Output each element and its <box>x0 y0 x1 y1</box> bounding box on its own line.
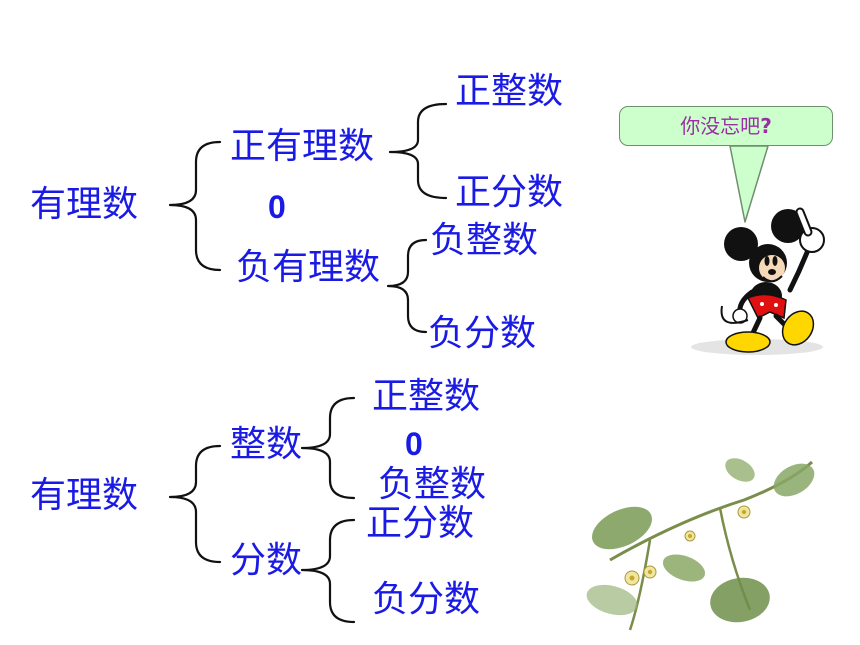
speech-bubble-message: 你没忘吧 <box>680 114 761 138</box>
diagram1-negative-fraction-label: 负分数 <box>428 313 537 354</box>
diagram2-positive-fraction-label: 正分数 <box>366 503 475 544</box>
diagram1-root-label: 有理数 <box>30 184 139 225</box>
diagram2-fraction-label: 分数 <box>230 540 303 581</box>
brace-positive-1 <box>388 102 448 200</box>
brace-negative-1 <box>386 238 428 334</box>
diagram2-integer-label: 整数 <box>230 424 303 465</box>
speech-bubble-question-mark: ? <box>760 114 772 138</box>
brace-integer-2 <box>300 396 356 500</box>
brace-root-1 <box>168 140 222 272</box>
diagram1-positive-fraction-label: 正分数 <box>455 172 564 213</box>
cartoon-mouse-pointing-icon <box>691 207 825 355</box>
brace-root-2 <box>168 444 222 564</box>
brace-fraction-2 <box>300 518 356 624</box>
diagram2-negative-fraction-label: 负分数 <box>372 579 481 620</box>
diagram1-zero-label: 0 <box>268 189 286 225</box>
diagram1-positive-rational-label: 正有理数 <box>230 126 375 167</box>
leafy-vine-flowers-icon <box>586 458 815 631</box>
diagram2-positive-integer-label: 正整数 <box>372 376 481 417</box>
diagram1-negative-rational-label: 负有理数 <box>236 247 381 288</box>
diagram2-root-label: 有理数 <box>30 475 139 516</box>
diagram1-negative-integer-label: 负整数 <box>430 220 539 261</box>
diagram1-positive-integer-label: 正整数 <box>455 71 564 112</box>
diagram2-negative-integer-label: 负整数 <box>378 464 487 505</box>
speech-bubble-text: 你没忘吧? <box>620 116 832 136</box>
diagram2-zero-label: 0 <box>405 426 423 462</box>
speech-bubble: 你没忘吧? <box>619 106 833 146</box>
bubble-tail <box>729 145 769 223</box>
